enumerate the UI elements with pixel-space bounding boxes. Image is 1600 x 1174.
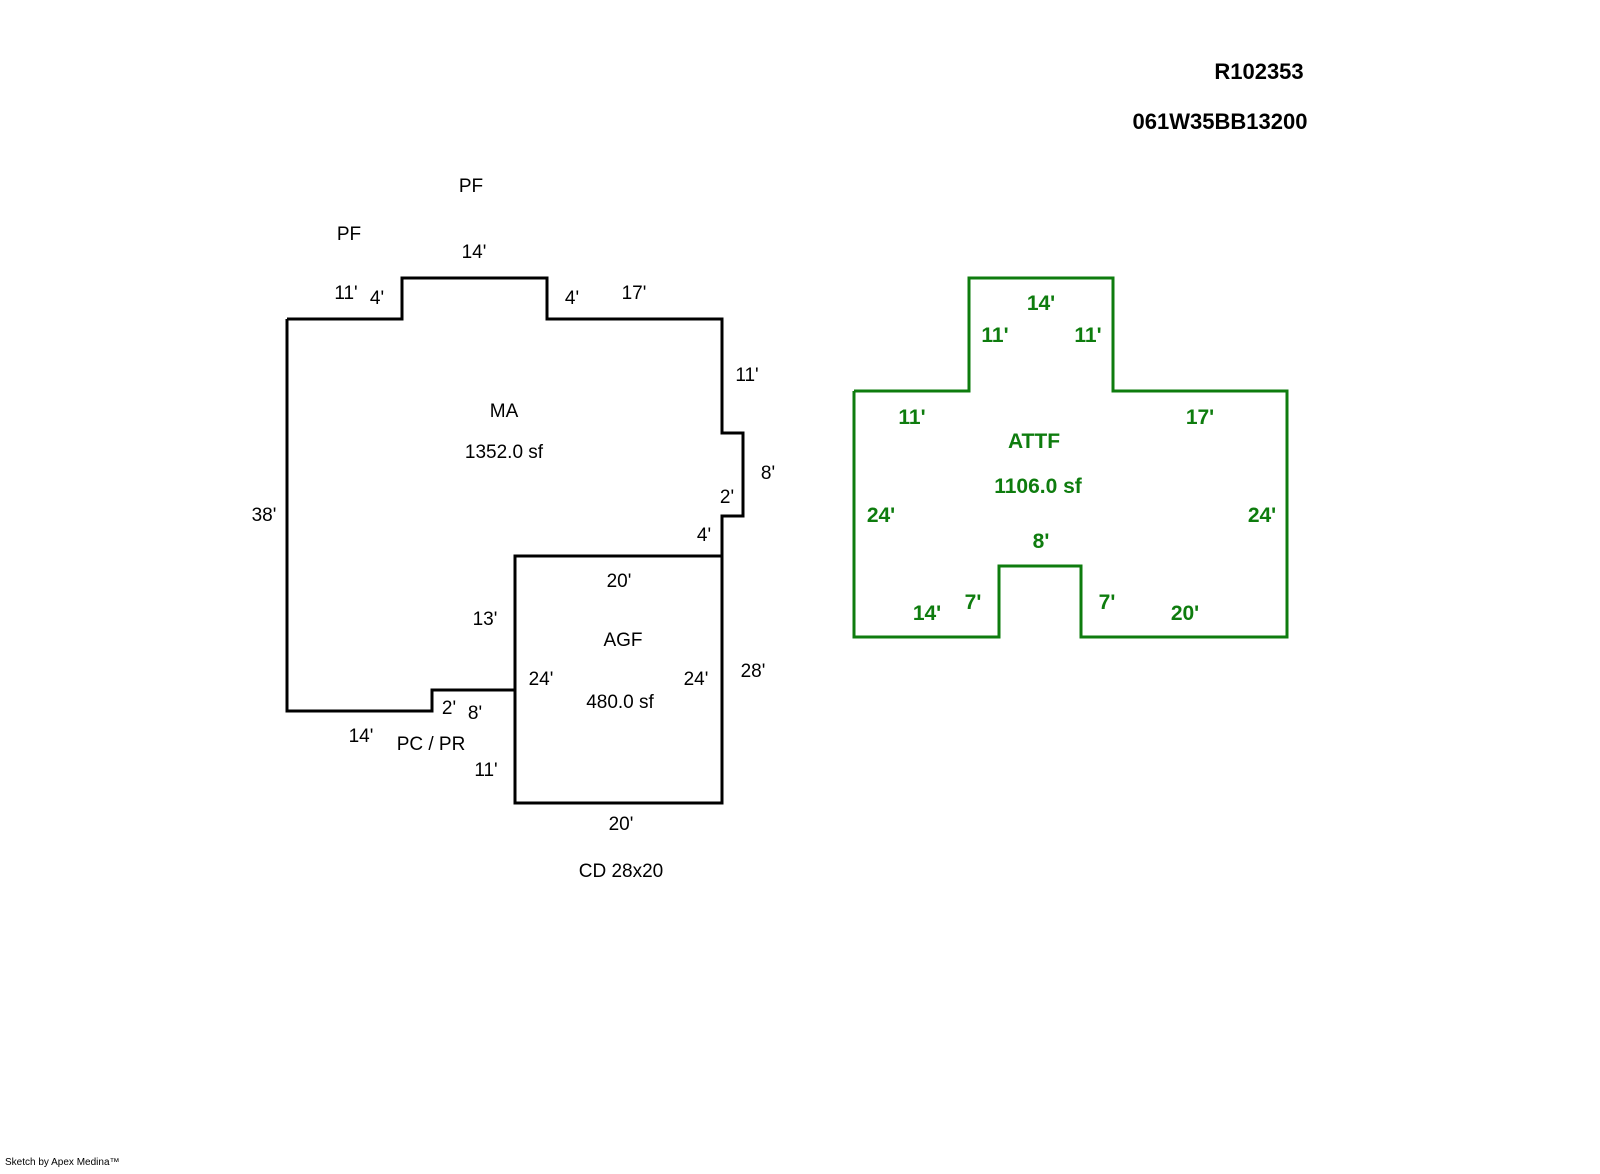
dim-label: 24' [528,669,554,690]
dim-label: 14' [348,726,374,747]
main-area-size: 1352.0 sf [464,442,544,463]
dim-label: 14' [912,602,942,625]
dim-label: 4' [696,525,712,546]
dim-label: 8' [760,463,776,484]
dim-label: 14' [461,242,487,263]
dim-label: 7' [1098,591,1116,614]
dim-label: 20' [608,814,634,835]
dim-label: 2' [719,487,735,508]
dim-label: 20' [1170,602,1200,625]
main-area-outline [285,276,745,713]
dim-label: 8' [467,703,483,724]
dim-label: 11' [981,324,1009,347]
dim-label: 2' [441,698,457,719]
dim-label: 4' [564,288,580,309]
dim-label: 4' [369,288,385,309]
dim-label: 17' [621,283,647,304]
dim-label: 13' [472,609,498,630]
porch-label-pc-pr: PC / PR [396,734,466,755]
dim-label: 8' [1032,530,1050,553]
garage-size: 480.0 sf [586,692,654,713]
deck-label: CD 28x20 [578,861,664,882]
dim-label: 11' [474,760,498,781]
sketch-credit: Sketch by Apex Medina™ [5,1157,120,1168]
dim-label: 14' [1026,292,1056,315]
dim-label: 7' [964,591,982,614]
dim-label: 28' [740,661,766,682]
porch-label-top: PF [458,176,484,197]
garage-code: AGF [603,630,643,651]
dim-label: 24' [1247,504,1277,527]
dim-label: 24' [683,669,709,690]
attic-code: ATTF [1007,430,1061,453]
garage-outline [513,554,724,805]
dim-label: 20' [606,571,632,592]
dim-label: 17' [1185,406,1215,429]
porch-label-left: PF [336,224,362,245]
main-area-code: MA [489,401,519,422]
attic-size: 1106.0 sf [994,475,1082,498]
dim-label: 38' [251,505,277,526]
account-id: R102353 [1214,59,1304,84]
dim-label: 11' [735,365,759,386]
parcel-number: 061W35BB13200 [1132,109,1308,134]
dim-label: 11' [334,283,358,304]
attic-outline [852,276,1289,639]
dim-label: 24' [866,504,896,527]
dim-label: 11' [1074,324,1102,347]
dim-label: 11' [898,406,926,429]
